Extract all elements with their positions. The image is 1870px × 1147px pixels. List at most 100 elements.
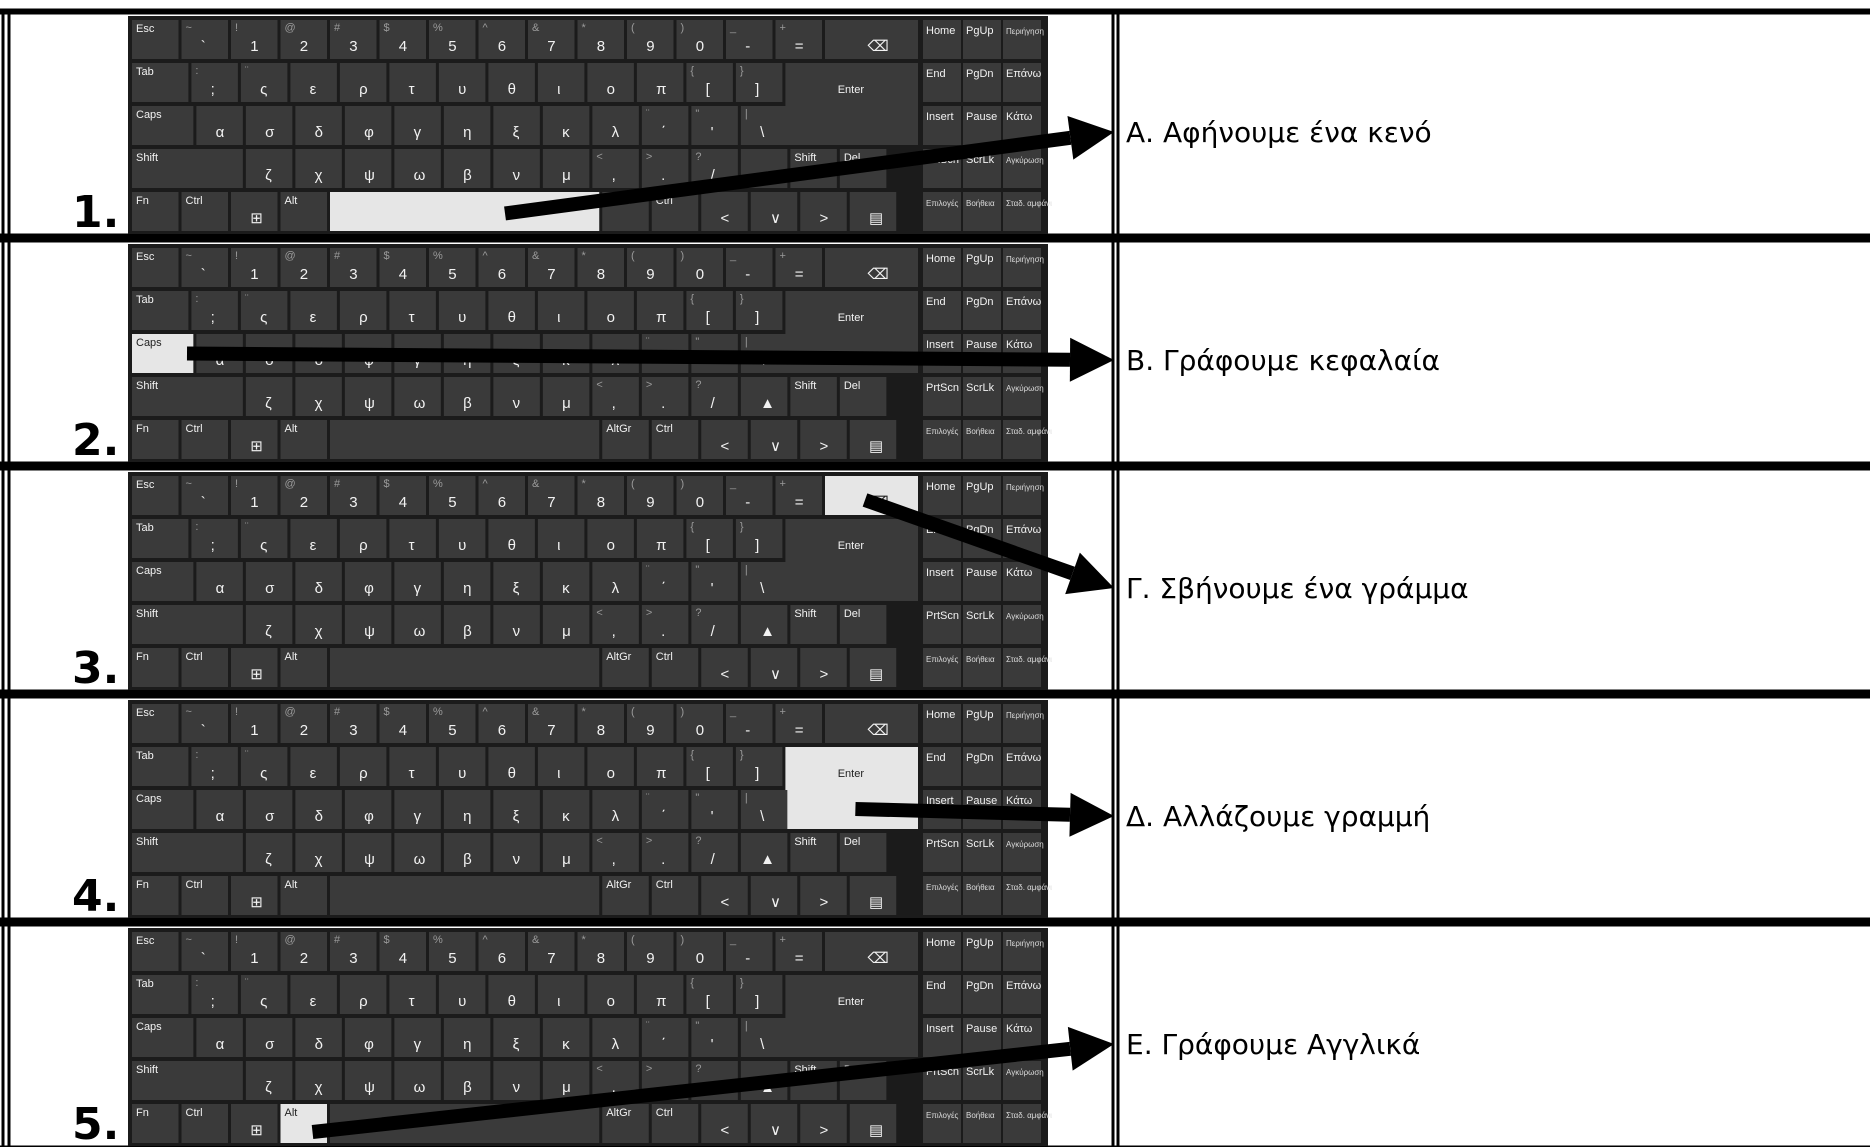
key-tilde[interactable] [181,932,229,971]
key-fn[interactable] [132,420,179,459]
nav-key[interactable] [1003,420,1041,459]
key-8[interactable] [577,476,625,515]
nav-key[interactable] [923,106,961,145]
key-altgr[interactable] [602,1104,649,1143]
key-xi[interactable] [493,790,540,829]
nav-key[interactable] [963,63,1001,102]
key-period[interactable] [641,833,689,872]
key-kappa[interactable] [542,1018,590,1057]
key-omega[interactable] [394,377,441,416]
key-arrow-left[interactable] [701,192,748,231]
key-beta[interactable] [443,149,491,188]
key-4[interactable] [379,476,427,515]
key-9[interactable] [627,704,674,743]
key-4[interactable] [379,704,427,743]
key-xi[interactable] [493,562,540,601]
key-ctrl-left[interactable] [181,192,229,231]
key-esc[interactable] [132,248,179,287]
key-6[interactable] [478,476,526,515]
key-semicolon[interactable] [191,63,238,102]
key-arrow-right[interactable] [800,192,847,231]
nav-key[interactable] [923,248,961,287]
key-arrow-left[interactable] [701,648,748,687]
key-tau[interactable] [389,747,436,786]
key-8[interactable] [577,704,625,743]
key-quote[interactable] [691,106,738,145]
key-psi[interactable] [344,833,392,872]
key-caps[interactable] [132,106,194,145]
key-comma[interactable] [592,605,639,644]
key-omega[interactable] [394,605,441,644]
key-caps[interactable] [132,1018,194,1057]
key-iota[interactable] [537,291,585,330]
key-pi[interactable] [636,747,684,786]
key-xi[interactable] [493,1018,540,1057]
key-shift-left[interactable] [132,149,243,188]
key-space[interactable] [330,648,600,687]
key-2[interactable] [280,248,328,287]
nav-key[interactable] [963,192,1001,231]
key-8[interactable] [577,20,625,59]
key-bracket-left[interactable] [686,975,733,1014]
key-pi[interactable] [636,519,684,558]
nav-key[interactable] [1003,1104,1041,1143]
key-lambda[interactable] [592,562,639,601]
key-ctrl-left[interactable] [181,876,229,915]
key-6[interactable] [478,248,526,287]
key-ctrl-right[interactable] [651,1104,699,1143]
key-equals[interactable] [775,704,823,743]
key-omicron[interactable] [587,519,634,558]
key-tilde[interactable] [181,248,229,287]
key-lambda[interactable] [592,106,639,145]
key-upsilon[interactable] [438,519,486,558]
key-gamma[interactable] [394,790,441,829]
key-esc[interactable] [132,476,179,515]
key-altgr[interactable] [602,876,649,915]
nav-key[interactable] [923,704,961,743]
key-chi[interactable] [295,833,342,872]
key-backspace[interactable] [825,20,918,59]
nav-key[interactable] [963,1104,1001,1143]
nav-key[interactable] [1003,704,1041,743]
key-eta[interactable] [443,106,491,145]
key-minus[interactable] [726,20,773,59]
key-bracket-right[interactable] [735,975,783,1014]
key-eta[interactable] [443,1018,491,1057]
key-comma[interactable] [592,833,639,872]
key-caps[interactable] [132,562,194,601]
key-chi[interactable] [295,377,342,416]
key-arrow-up[interactable] [740,605,788,644]
key-epsilon[interactable] [290,63,337,102]
key-phi[interactable] [344,106,392,145]
key-arrow-down[interactable] [750,1104,798,1143]
nav-key[interactable] [963,747,1001,786]
key-chi[interactable] [295,149,342,188]
key-upsilon[interactable] [438,63,486,102]
key-9[interactable] [627,248,674,287]
key-shift-right[interactable] [790,833,837,872]
key-iota[interactable] [537,747,585,786]
key-gamma[interactable] [394,1018,441,1057]
key-alpha[interactable] [196,1018,243,1057]
key-psi[interactable] [344,377,392,416]
key-omega[interactable] [394,1061,441,1100]
key-menu[interactable] [849,876,897,915]
nav-key[interactable] [923,747,961,786]
key-sigma-final[interactable] [240,519,288,558]
key-shift-right[interactable] [790,377,837,416]
nav-key[interactable] [923,476,961,515]
key-minus[interactable] [726,932,773,971]
key-win[interactable] [231,876,278,915]
key-3[interactable] [330,248,377,287]
nav-key[interactable] [963,476,1001,515]
key-sigma-final[interactable] [240,747,288,786]
key-tau[interactable] [389,975,436,1014]
key-alpha[interactable] [196,562,243,601]
key-backspace[interactable] [825,248,918,287]
key-omicron[interactable] [587,291,634,330]
nav-key[interactable] [1003,476,1041,515]
nav-key[interactable] [923,420,961,459]
nav-key[interactable] [963,291,1001,330]
key-epsilon[interactable] [290,747,337,786]
nav-key[interactable] [1003,291,1041,330]
